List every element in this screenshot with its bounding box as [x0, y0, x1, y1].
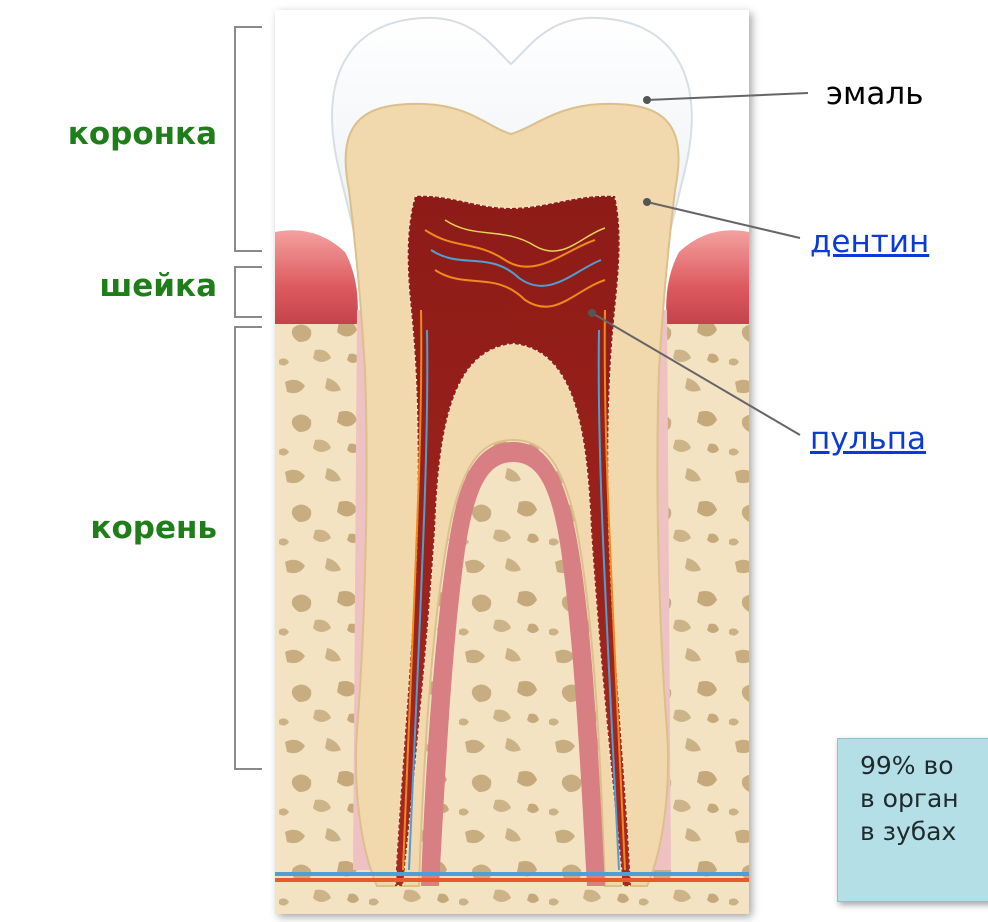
dentin-link[interactable]: дентин	[810, 224, 929, 260]
enamel-label: эмаль	[826, 76, 923, 112]
tooth-cross-section-illustration	[275, 10, 749, 914]
crown-bracket	[234, 26, 262, 252]
neck-label: шейка	[17, 268, 217, 304]
root-bracket	[234, 326, 262, 770]
neck-bracket	[234, 266, 262, 318]
fact-line-2: в орган	[860, 782, 988, 815]
root-label: корень	[17, 510, 217, 546]
fact-line-1: 99% во	[860, 749, 988, 782]
fact-callout-box: 99% во в орган в зубах	[837, 738, 988, 902]
crown-label: коронка	[17, 116, 217, 152]
pulp-link[interactable]: пульпа	[810, 421, 926, 457]
fact-line-3: в зубах	[860, 815, 988, 848]
